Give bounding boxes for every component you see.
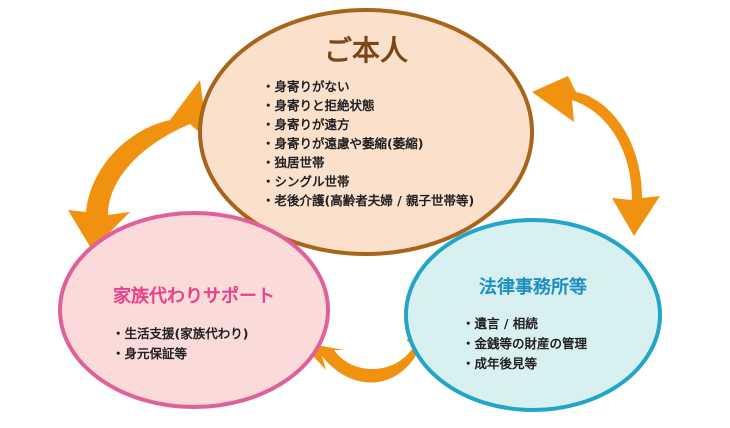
node-law-office-title: 法律事務所等 <box>479 276 587 298</box>
list-item: ・身寄りと拒絶状態 <box>262 98 375 113</box>
node-law-office: 法律事務所等 ・遺言 / 相続 ・金銭等の財産の管理 ・成年後見等 <box>404 218 662 412</box>
node-self-title: ご本人 <box>324 34 408 67</box>
node-law-office-ellipse <box>404 218 662 412</box>
list-item: ・身寄りが遠慮や萎縮(萎縮) <box>262 136 423 151</box>
node-law-office-list: ・遺言 / 相続 ・金銭等の財産の管理 ・成年後見等 <box>462 316 588 371</box>
node-self: ご本人 ・身寄りがない ・身寄りと拒絶状態 ・身寄りが遠方 ・身寄りが遠慮や萎縮… <box>198 8 534 256</box>
list-item: ・成年後見等 <box>462 356 538 371</box>
node-family-support: 家族代わりサポート ・生活支援(家族代わり) ・身元保証等 <box>58 211 330 409</box>
node-family-support-title: 家族代わりサポート <box>113 285 275 307</box>
arrows <box>68 76 660 383</box>
list-item: ・シングル世帯 <box>262 174 350 189</box>
list-item: ・金銭等の財産の管理 <box>462 336 588 351</box>
node-self-ellipse <box>198 8 534 256</box>
list-item: ・老後介護(高齢者夫婦 / 親子世帯等) <box>262 193 474 208</box>
node-family-support-ellipse <box>58 211 330 409</box>
node-self-list: ・身寄りがない ・身寄りと拒絶状態 ・身寄りが遠方 ・身寄りが遠慮や萎縮(萎縮)… <box>262 79 474 208</box>
list-item: ・身寄りが遠方 <box>262 117 350 132</box>
arrow-right-to-left-icon <box>300 330 434 383</box>
arrow-center-to-left-icon <box>68 80 208 250</box>
list-item: ・身寄りがない <box>262 79 350 94</box>
list-item: ・独居世帯 <box>262 155 325 170</box>
arrow-right-to-center-icon <box>532 76 660 236</box>
list-item: ・生活支援(家族代わり) <box>112 326 248 341</box>
list-item: ・遺言 / 相続 <box>462 316 538 331</box>
list-item: ・身元保証等 <box>112 346 188 361</box>
node-family-support-list: ・生活支援(家族代わり) ・身元保証等 <box>112 326 248 361</box>
